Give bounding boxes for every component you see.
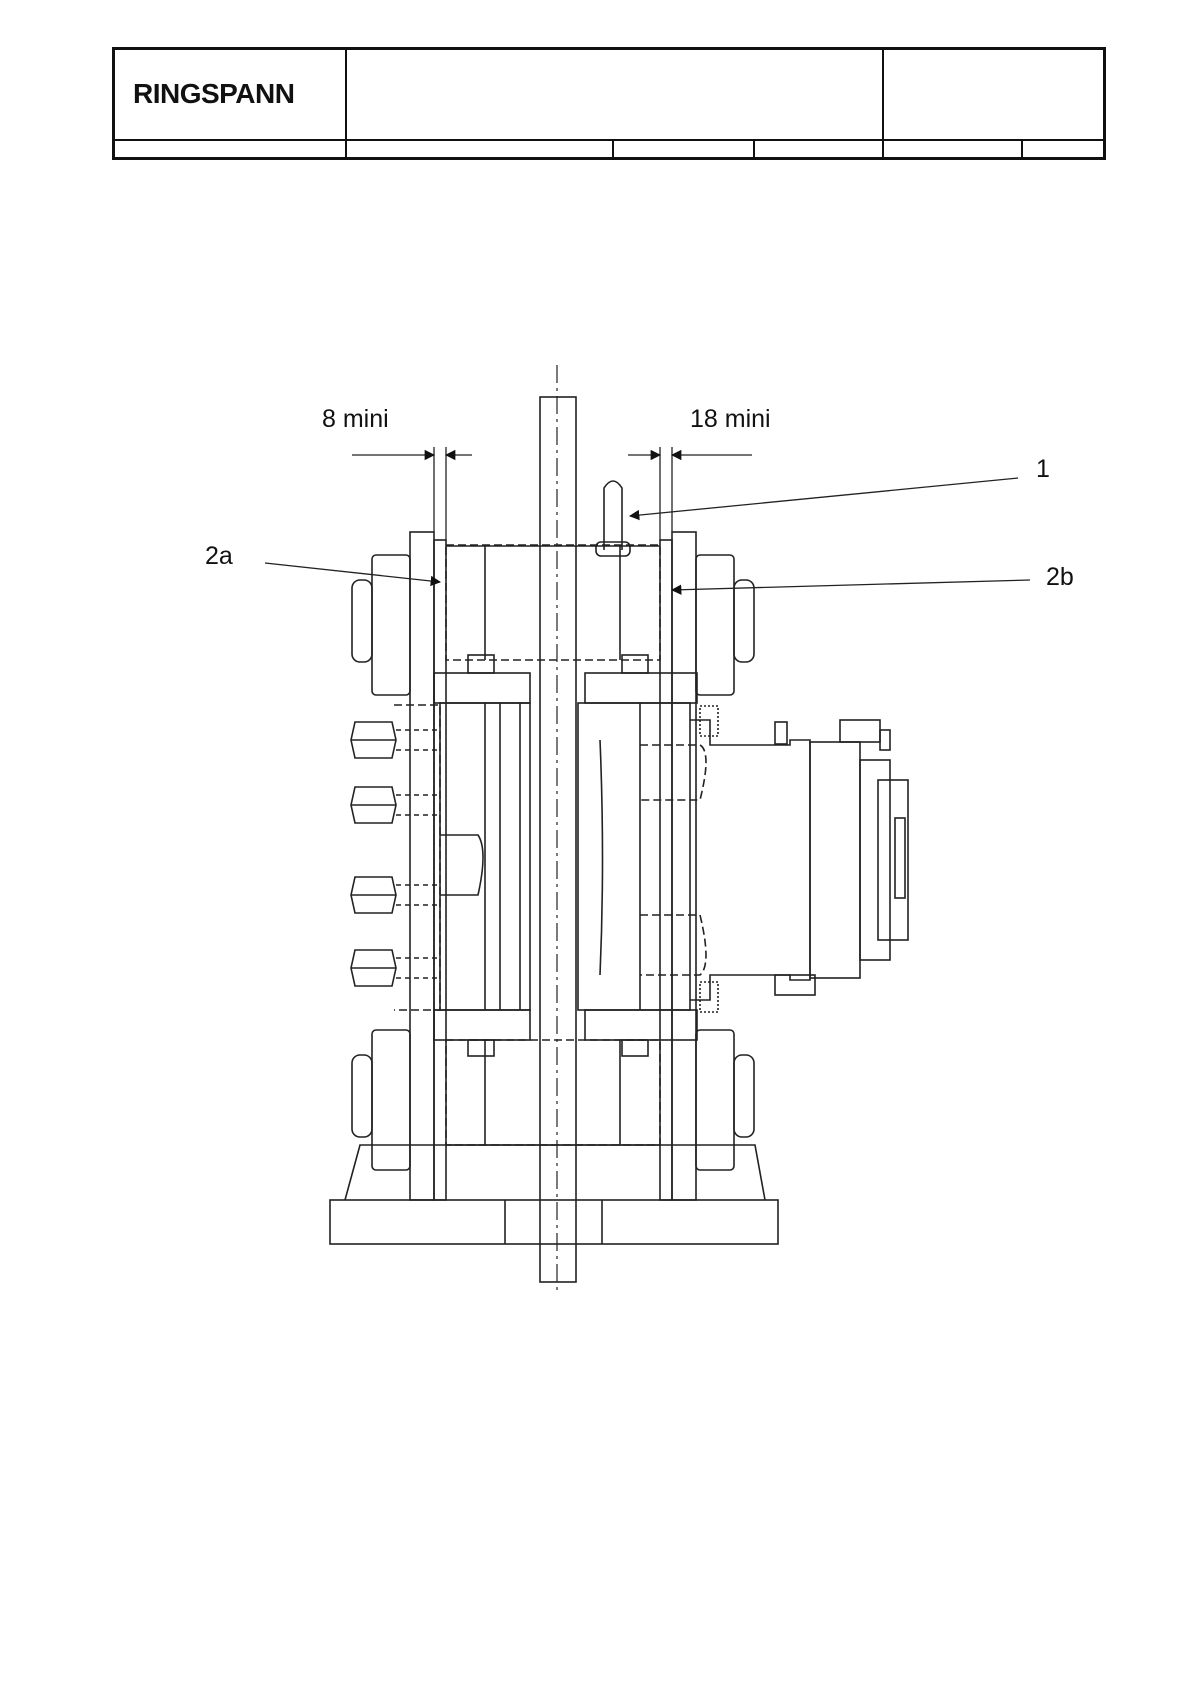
base-pedestal [345, 1145, 765, 1200]
hex-nut-group [351, 722, 396, 986]
dimension-label-left: 8 mini [322, 405, 389, 434]
actuator-rear-cover [860, 760, 890, 960]
leader-2b [672, 580, 1030, 590]
leader-2a [265, 563, 440, 582]
lower-clamp-right [585, 1010, 697, 1040]
right-lower-bracket [696, 1030, 734, 1170]
left-upper-bracket [372, 555, 410, 695]
left-pillar-outer [410, 532, 434, 1200]
right-upper-cap [734, 580, 754, 662]
lower-spring [700, 982, 718, 1012]
callout-1: 1 [1036, 455, 1050, 484]
right-pillar-inner [660, 540, 672, 1200]
upper-clamp-left [434, 673, 530, 703]
right-lower-cap [734, 1055, 754, 1137]
upper-spring [700, 706, 718, 736]
right-actuator-housing [690, 720, 810, 1000]
brake-disc [540, 397, 576, 1282]
base-plate [330, 1200, 778, 1244]
actuator-terminal [878, 780, 908, 940]
right-upper-bracket [696, 555, 734, 695]
left-upper-cap [352, 580, 372, 662]
upper-clamp-right [585, 673, 697, 703]
lifting-eye-base [596, 542, 630, 556]
top-housing [446, 545, 660, 660]
leader-1 [630, 478, 1018, 516]
right-pillar-outer [672, 532, 696, 1200]
actuator-plate [810, 742, 860, 978]
lifting-eye [604, 481, 622, 550]
lower-clamp-left [434, 1010, 530, 1040]
left-lower-cap [352, 1055, 372, 1137]
dimension-label-right: 18 mini [690, 405, 771, 434]
callout-2b: 2b [1046, 563, 1074, 592]
left-lower-bracket [372, 1030, 410, 1170]
right-caliper-body [578, 703, 690, 1010]
callout-2a: 2a [205, 542, 233, 571]
